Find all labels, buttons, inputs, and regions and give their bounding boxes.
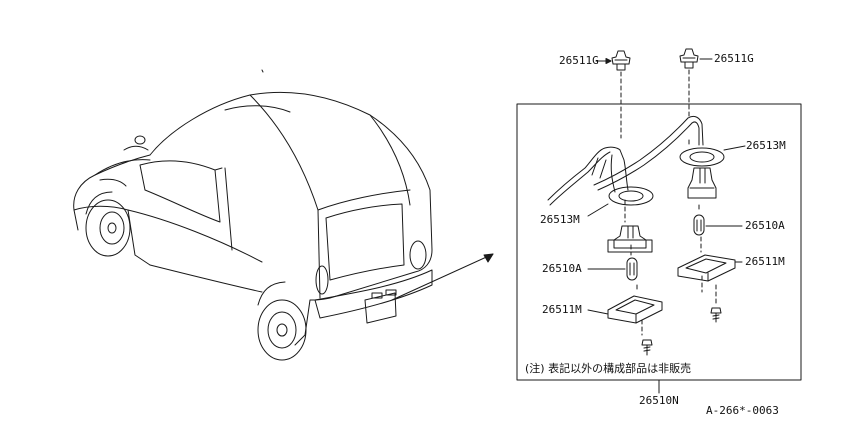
gasket-right-part bbox=[680, 146, 745, 166]
lens-left-part bbox=[588, 296, 662, 323]
note-text: (注) 表記以外の構成部品は非販売 bbox=[525, 362, 692, 375]
screw-left-part bbox=[642, 340, 652, 355]
socket-left-part bbox=[608, 226, 652, 252]
label-assembly: 26510N bbox=[639, 394, 679, 407]
arrow-pointer bbox=[392, 254, 493, 300]
label-clip-right: 26511G bbox=[714, 52, 754, 65]
label-lens-left: 26511M bbox=[542, 303, 582, 316]
car-illustration bbox=[74, 70, 432, 360]
label-clip-left: 26511G bbox=[559, 54, 599, 67]
label-gasket-left: 26513M bbox=[540, 213, 580, 226]
screw-right-part bbox=[711, 308, 721, 322]
label-bulb-left: 26510A bbox=[542, 262, 582, 275]
socket-right-part bbox=[688, 168, 716, 198]
dashed-guides bbox=[621, 70, 716, 335]
diagram-code: A-266*-0063 bbox=[706, 404, 779, 417]
gasket-left-part bbox=[588, 187, 653, 216]
bulb-right-part bbox=[694, 215, 742, 235]
label-bulb-right: 26510A bbox=[745, 219, 785, 232]
label-lens-right: 26511M bbox=[745, 255, 785, 268]
label-gasket-right: 26513M bbox=[746, 139, 786, 152]
lens-right-part bbox=[678, 255, 742, 281]
bulb-left-part bbox=[588, 258, 637, 280]
clip-right-part bbox=[680, 49, 712, 68]
wire-harness bbox=[548, 116, 703, 205]
clip-left-part bbox=[596, 51, 630, 70]
